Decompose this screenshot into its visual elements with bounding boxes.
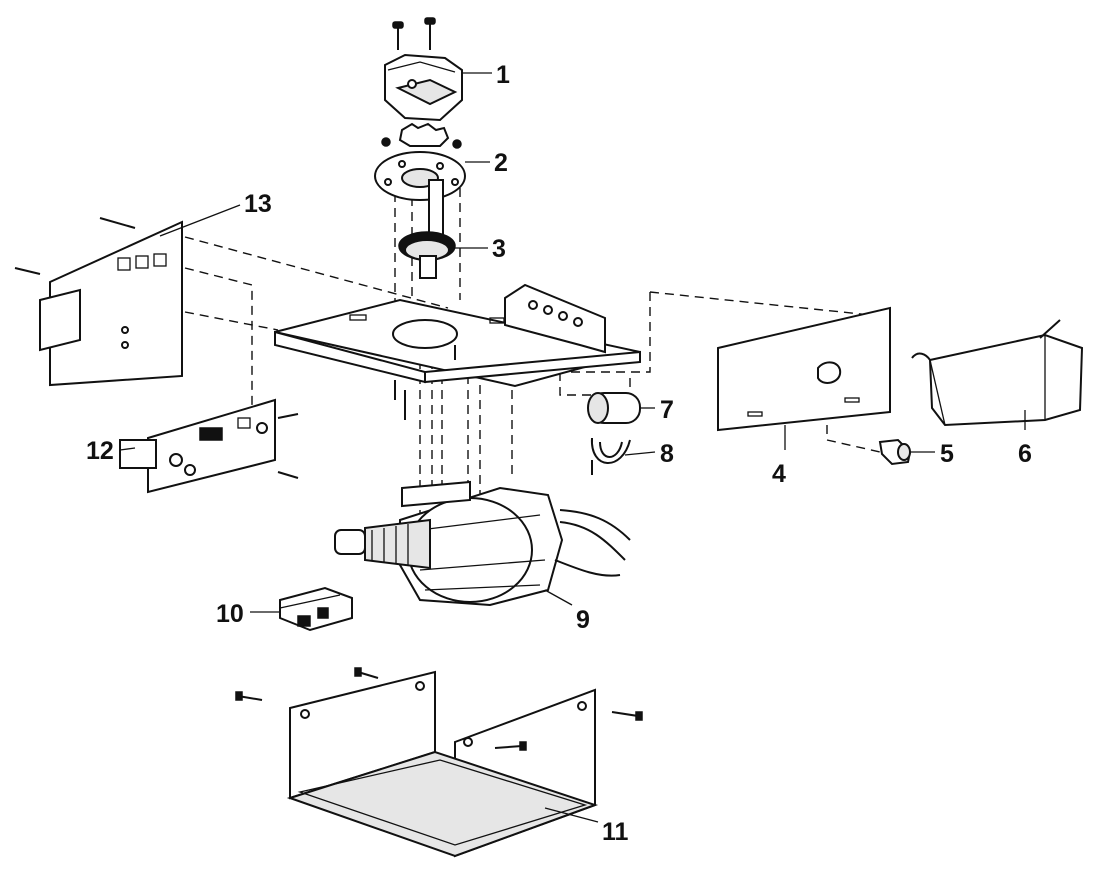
part-2-sprocket-plate (374, 122, 466, 201)
part-label-1: 1 (496, 61, 510, 89)
part-labels: 1 2 3 4 5 6 7 8 9 10 11 12 13 (86, 61, 1032, 846)
part-3-shaft-gear (398, 179, 456, 279)
part-5-knob (878, 438, 912, 466)
part-label-7: 7 (660, 396, 674, 424)
part-label-3: 3 (492, 235, 506, 263)
part-label-8: 8 (660, 440, 674, 468)
part-6-cover (911, 319, 1084, 427)
part-9-motor (334, 480, 631, 607)
chassis-plate (274, 283, 641, 420)
part-label-13: 13 (244, 190, 272, 218)
part-8-clip (590, 437, 631, 475)
part-4-lens-panel (717, 306, 891, 432)
part-11-bottom-cover (235, 667, 643, 858)
part-7-capacitor (587, 392, 641, 424)
part-label-4: 4 (772, 460, 786, 488)
part-12-logic-board (119, 398, 299, 494)
part-label-12: 12 (86, 437, 114, 465)
part-label-2: 2 (494, 149, 508, 177)
part-label-10: 10 (216, 600, 244, 628)
part-label-11: 11 (602, 818, 629, 846)
part-label-9: 9 (576, 606, 590, 634)
part-10-limit-switch (279, 586, 353, 632)
part-1-bracket (384, 17, 463, 122)
part-label-5: 5 (940, 440, 954, 468)
leader-lines (119, 72, 1026, 823)
part-13-panel (14, 217, 183, 387)
part-label-6: 6 (1018, 440, 1032, 468)
